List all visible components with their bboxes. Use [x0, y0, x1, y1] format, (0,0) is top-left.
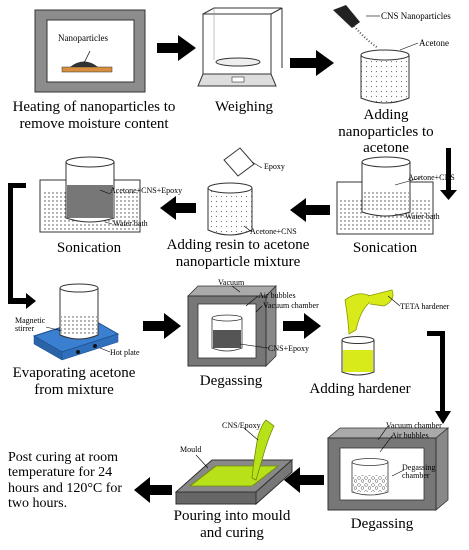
label-air-bubbles-2: Air bubbles: [391, 431, 429, 440]
mould-illustration: [174, 419, 294, 506]
label-water-bath: Water bath: [405, 212, 440, 221]
label-degassing-chamber: Degassing chamber: [402, 463, 436, 480]
step-adding-hardener-caption: Adding hardener: [309, 381, 411, 397]
step-heating-caption: Heating of nanoparticles to remove moist…: [12, 99, 176, 132]
oven-illustration: [34, 9, 146, 93]
step-degassing-1-caption: Degassing: [199, 373, 263, 389]
arrow-6: [8, 183, 36, 309]
arrow-1: [157, 35, 196, 61]
step-adding-nanoparticles-caption: Adding nanoparticles to acetone: [338, 107, 434, 156]
arrow-11: [134, 477, 172, 503]
label-acetone-cns: Acetone+CNS: [408, 173, 455, 182]
step-sonication-2-caption: Sonication: [56, 240, 122, 256]
label-air-bubbles: Air bubbles: [258, 291, 296, 300]
label-cns-epoxy: CNS+Epoxy: [268, 344, 309, 353]
sonication-1-illustration: [336, 156, 434, 235]
step-evaporating-caption: Evaporating acetone from mixture: [12, 365, 136, 398]
adding-hardener-illustration: [341, 289, 394, 376]
label-vacuum-chamber: Vacuum chamber: [263, 301, 319, 310]
label-acetone: Acetone: [419, 38, 449, 48]
arrow-9: [427, 331, 451, 424]
arrow-8: [283, 313, 321, 339]
step-weighing-caption: Weighing: [215, 99, 273, 115]
arrow-3: [440, 148, 457, 200]
arrow-2: [290, 50, 334, 76]
label-water-bath-2: Water bath: [113, 219, 148, 228]
label-hot-plate: Hot plate: [110, 348, 140, 357]
label-acetone-cns-epoxy: Acetone+CNS+Epoxy: [110, 186, 183, 195]
label-vacuum: Vacuum: [218, 278, 245, 287]
arrow-4: [290, 198, 330, 222]
step-pouring-caption: Pouring into mould and curing: [173, 508, 291, 541]
label-cns-epoxy-2: CNS/Epoxy: [222, 421, 261, 430]
arrow-5: [160, 196, 196, 220]
label-epoxy: Epoxy: [264, 162, 285, 171]
sonication-2-illustration: [39, 156, 141, 233]
step-post-curing-caption: Post curing at room temperature for 24 h…: [8, 450, 123, 512]
arrow-10: [284, 467, 324, 493]
arrow-7: [143, 313, 181, 339]
step-adding-resin-caption: Adding resin to acetone nanoparticle mix…: [166, 237, 310, 270]
adding-resin-illustration: [207, 147, 255, 236]
label-nanoparticles: Nanoparticles: [58, 33, 108, 43]
adding-nanoparticles-illustration: [333, 5, 410, 104]
label-mould: Mould: [180, 445, 202, 454]
hot-plate-illustration: [32, 283, 120, 361]
degassing-2-illustration: [326, 427, 450, 511]
step-sonication-1-caption: Sonication: [352, 240, 418, 256]
nanoparticles-pointer: [83, 50, 91, 64]
degassing-1-illustration: [187, 285, 277, 367]
label-vacuum-chamber-2: Vacuum chamber: [386, 421, 442, 430]
label-teta-hardener: TETA hardener: [400, 302, 450, 311]
balance-illustration: [197, 7, 283, 87]
label-cns-nanoparticles: CNS Nanoparticles: [381, 11, 451, 21]
label-magnetic-stirrer: Magnetic stirrer: [15, 316, 46, 333]
label-acetone-cns-2: Acetone+CNS: [250, 227, 297, 236]
step-degassing-2-caption: Degassing: [350, 516, 414, 532]
